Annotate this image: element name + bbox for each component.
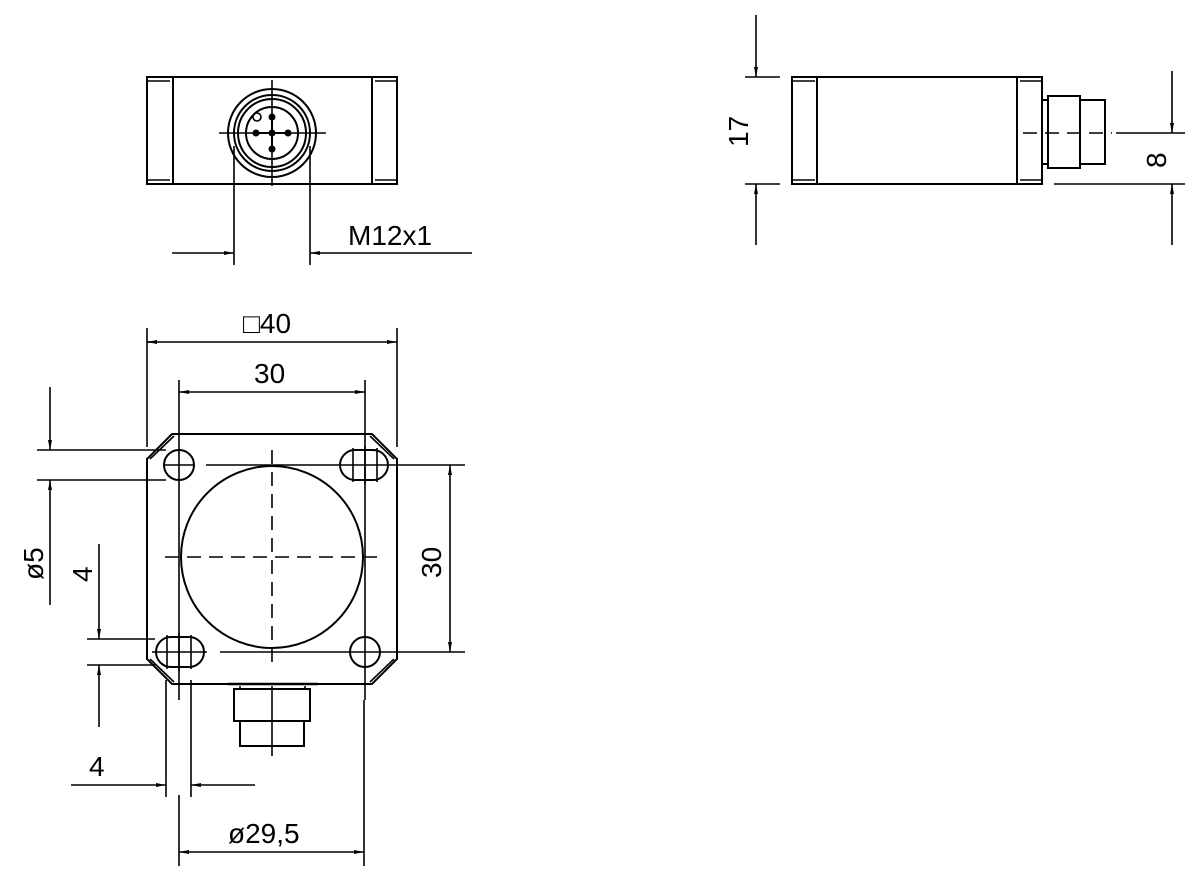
- top-view: □40 30 30 ø5 4 4 ø29: [18, 308, 465, 866]
- thread-dimension-label: M12x1: [348, 220, 432, 251]
- connector-offset-label: 8: [1141, 152, 1172, 168]
- connector-side-icon: [1023, 95, 1112, 169]
- sensing-face-diameter-label: ø29,5: [228, 818, 300, 849]
- slot-width-label: 4: [67, 566, 98, 582]
- hole-spacing-horizontal-label: 30: [254, 358, 285, 389]
- front-connector-view: M12x1: [146, 76, 472, 265]
- hole-spacing-vertical-label: 30: [416, 547, 447, 578]
- height-dimension-label: 17: [723, 116, 754, 147]
- m12-connector-face-icon: [219, 80, 326, 186]
- connector-bottom-icon: [228, 682, 318, 756]
- side-view: 17 8: [723, 15, 1185, 245]
- outer-width-label: □40: [243, 308, 291, 339]
- slot-offset-label: 4: [89, 751, 105, 782]
- sensing-face-icon: [180, 465, 364, 649]
- hole-diameter-label: ø5: [18, 547, 49, 580]
